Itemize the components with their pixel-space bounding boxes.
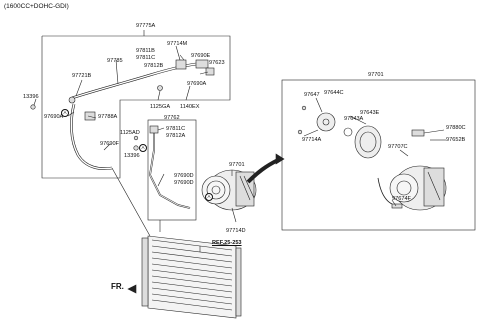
part-97690D-2-label[interactable]: 97690D [174, 180, 194, 186]
part-97788A-label[interactable]: 97788A [98, 114, 118, 120]
part-97811B-label[interactable]: 97811B [136, 48, 155, 54]
part-13396-left-label[interactable]: 13396 [23, 94, 39, 100]
part-1140EX-label[interactable]: 1140EX [180, 104, 200, 110]
part-97812B-label[interactable]: 97812B [144, 63, 164, 69]
part-97643A-label[interactable]: 97643A [344, 116, 364, 122]
reference-link[interactable]: REF.25-253 [212, 240, 242, 246]
engine-note: (1600CC+DOHC-GDI) [4, 3, 69, 10]
part-97643E-label[interactable]: 97643E [360, 110, 380, 116]
part-97647-label[interactable]: 97647 [304, 92, 320, 98]
part-97707C-label[interactable]: 97707C [388, 144, 408, 150]
part-97690F-label[interactable]: 97690F [100, 141, 119, 147]
part-97714D-label[interactable]: 97714D [226, 228, 246, 234]
part-97714M-label[interactable]: 97714M [167, 41, 188, 47]
part-97652B-label[interactable]: 97652B [446, 137, 466, 143]
part-13396-mid-label[interactable]: 13396 [124, 153, 140, 159]
part-97623-label[interactable]: 97623 [209, 60, 225, 66]
part-97775A-label[interactable]: 97775A [136, 23, 156, 29]
callout-a-compressor: A [205, 193, 213, 201]
part-97644C-label[interactable]: 97644C [324, 90, 344, 96]
hose-assembly-frame [41, 35, 231, 179]
part-97690A-top-label[interactable]: 97690A [187, 81, 207, 87]
part-97701-box-label[interactable]: 97701 [368, 72, 384, 78]
compressor-detail-frame [281, 79, 476, 231]
clutch-hub [316, 112, 336, 132]
liquid-tube-frame [147, 119, 197, 221]
shim-ring [343, 127, 353, 137]
callout-a-mid: A [139, 144, 147, 152]
front-arrow-icon [127, 284, 137, 294]
part-97721B-label[interactable]: 97721B [72, 73, 92, 79]
part-97714A-label[interactable]: 97714A [302, 137, 322, 143]
front-direction-label: FR. [111, 282, 124, 291]
condenser [141, 235, 242, 319]
callout-a-left: A [61, 109, 69, 117]
part-97811C-mid-label[interactable]: 97811C [166, 126, 186, 132]
part-97690A-left-label[interactable]: 97690A [44, 114, 64, 120]
part-97674F-label[interactable]: 97674F [392, 196, 411, 202]
part-97812A-label[interactable]: 97812A [166, 133, 186, 139]
part-97880C-label[interactable]: 97880C [446, 125, 466, 131]
part-97762-label[interactable]: 97762 [164, 115, 180, 121]
pulley [354, 125, 382, 159]
liquid-tube [149, 132, 191, 209]
part-1125AD-label[interactable]: 1125AD [120, 130, 140, 136]
part-1125GA-label[interactable]: 1125GA [150, 104, 171, 110]
part-97811C-label[interactable]: 97811C [136, 55, 156, 61]
part-97701-main-label[interactable]: 97701 [229, 162, 245, 168]
part-97690E-label[interactable]: 97690E [191, 53, 211, 59]
part-97690D-label[interactable]: 97690D [174, 173, 194, 179]
part-97785-label[interactable]: 97785 [107, 58, 123, 64]
